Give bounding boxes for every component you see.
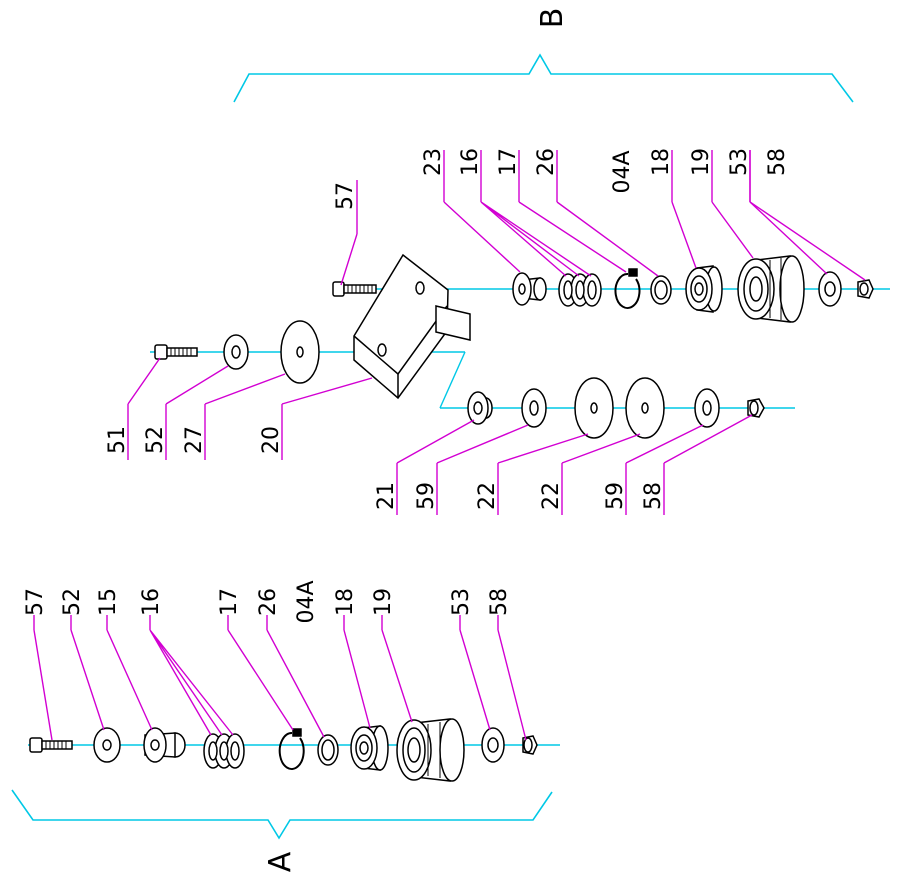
m-nut-58 — [747, 398, 765, 418]
leader-lines — [33, 150, 866, 741]
b-bearing-18 — [685, 265, 723, 313]
callout-a-16: 16 — [139, 588, 164, 616]
group-b-label: B — [535, 8, 570, 29]
mount-lower-parts — [467, 377, 765, 439]
a-bearing-18 — [350, 725, 389, 771]
callout-a-18: 18 — [333, 588, 358, 616]
b-washer-53 — [818, 271, 842, 307]
group-a: A — [11, 789, 553, 872]
group-a-parts — [29, 718, 538, 782]
callout-a-53: 53 — [449, 588, 474, 616]
group-b-bracket — [233, 53, 854, 103]
b-o-ring-26 — [650, 275, 672, 305]
callout-b-17: 17 — [496, 148, 521, 176]
m-washer-27 — [280, 320, 320, 384]
callout-b-19: 19 — [689, 148, 714, 176]
a-o-ring-26 — [317, 734, 339, 766]
m-washer-59a — [521, 388, 547, 428]
b-rings-16 — [558, 273, 602, 307]
callout-m-58: 58 — [641, 482, 666, 510]
m-washer-22b — [625, 377, 665, 439]
m-bolt-51 — [154, 344, 198, 360]
m-washer-59b — [694, 388, 720, 428]
a-rings-16 — [203, 733, 245, 769]
group-a-bracket — [11, 789, 553, 840]
callout-a-04a: 04A — [294, 580, 319, 623]
callout-m-22b: 22 — [539, 482, 564, 510]
callout-b-23: 23 — [421, 148, 446, 176]
callout-b-18: 18 — [649, 148, 674, 176]
callout-b-26: 26 — [534, 148, 559, 176]
callout-labels: 57 52 15 16 17 26 04A 18 19 53 58 23 16 … — [23, 148, 790, 624]
mount-top-parts — [154, 320, 320, 384]
callout-m-52: 52 — [143, 426, 168, 454]
callout-b-58: 58 — [765, 148, 790, 176]
b-bolt-57 — [332, 281, 377, 297]
a-washer-52 — [93, 727, 121, 763]
a-nut-58 — [522, 735, 538, 755]
group-a-label: A — [263, 851, 298, 872]
callout-a-17: 17 — [217, 588, 242, 616]
a-bolt-57 — [29, 737, 73, 753]
a-pulley-19 — [396, 718, 465, 782]
callout-a-15: 15 — [96, 588, 121, 616]
callout-a-26: 26 — [256, 588, 281, 616]
b-bushing-23 — [512, 272, 547, 306]
callout-m-51: 51 — [105, 426, 130, 454]
callout-b-16: 16 — [458, 148, 483, 176]
a-washer-53 — [481, 727, 505, 763]
group-b: B — [233, 8, 854, 103]
a-snap-ring-17 — [278, 728, 305, 770]
callout-m-27: 27 — [182, 426, 207, 454]
callout-a-57: 57 — [23, 588, 48, 616]
callout-m-20: 20 — [259, 426, 284, 454]
callout-m-21: 21 — [374, 482, 399, 510]
b-bracket-plate-20 — [353, 253, 471, 400]
m-washer-52 — [223, 334, 249, 370]
m-bushing-21 — [467, 391, 493, 425]
a-bushing-15 — [143, 727, 186, 763]
b-pulley-19 — [737, 255, 805, 323]
b-snap-ring-17 — [614, 268, 641, 309]
callout-m-22a: 22 — [475, 482, 500, 510]
axis-connector — [439, 351, 466, 409]
callout-b-04a: 04A — [610, 150, 635, 193]
group-b-parts — [332, 253, 874, 400]
callout-b-53: 53 — [727, 148, 752, 176]
callout-a-52: 52 — [60, 588, 85, 616]
b-nut-58 — [857, 279, 874, 299]
callout-a-58: 58 — [487, 588, 512, 616]
callout-m-59a: 59 — [414, 482, 439, 510]
callout-a-19: 19 — [371, 588, 396, 616]
callout-m-59b: 59 — [603, 482, 628, 510]
callout-b-57: 57 — [333, 182, 358, 210]
m-washer-22a — [574, 377, 614, 439]
